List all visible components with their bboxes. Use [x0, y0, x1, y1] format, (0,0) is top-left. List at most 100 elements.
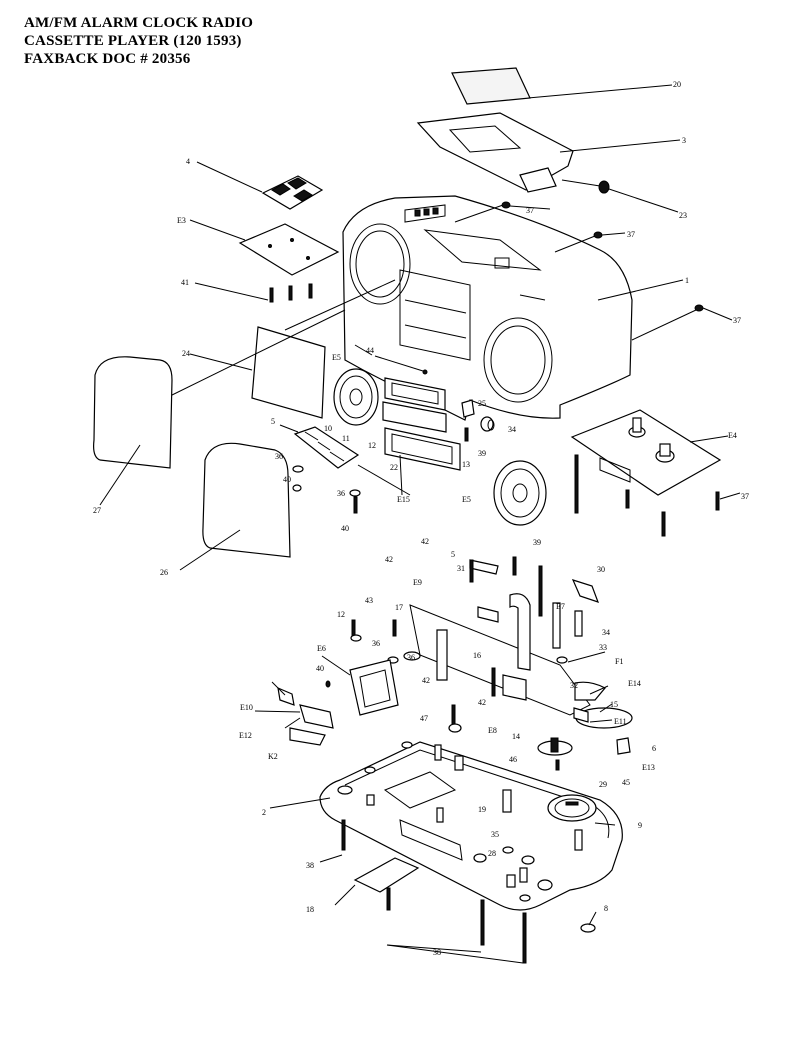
callout-19: 19: [478, 805, 486, 814]
part-mechanism-assembly: [277, 556, 633, 771]
callout-18: 18: [306, 905, 314, 914]
callout-k2: K2: [268, 752, 278, 761]
part-knob: [561, 179, 679, 213]
part-speaker-left: [333, 368, 379, 426]
callout-6: 6: [652, 744, 656, 753]
part-speaker-right: [493, 460, 547, 526]
callout-31: 31: [457, 564, 465, 573]
part-button-group: [196, 161, 324, 210]
callout-12-b: 12: [337, 610, 345, 619]
callout-28: 28: [488, 849, 496, 858]
part-cassette-door: [416, 112, 681, 193]
callout-12: 12: [368, 441, 376, 450]
callout-9: 9: [638, 821, 642, 830]
document-title-block: AM/FM ALARM CLOCK RADIO CASSETTE PLAYER …: [24, 14, 253, 68]
callout-36-c: 36: [372, 639, 380, 648]
callout-e15: E15: [397, 495, 410, 504]
part-18-board: [334, 857, 420, 906]
callout-40-b: 40: [341, 524, 349, 533]
title-product: AM/FM ALARM CLOCK RADIO: [24, 15, 254, 31]
callout-36-a: 36: [275, 452, 283, 461]
callout-e8: E8: [488, 726, 497, 735]
part-main-cabinet: [342, 195, 684, 421]
callout-22: 22: [390, 463, 398, 472]
part-e3-board: [189, 219, 340, 276]
leader-lines: [254, 651, 616, 964]
callout-e3: E3: [177, 216, 186, 225]
callout-23: 23: [679, 211, 687, 220]
callout-37-d: 37: [741, 492, 749, 501]
callout-14: 14: [512, 732, 520, 741]
callout-15: 15: [610, 700, 618, 709]
callout-33: 33: [599, 643, 607, 652]
callout-35: 35: [491, 830, 499, 839]
callout-38-b: 38: [433, 948, 441, 957]
callout-42-d: 42: [478, 698, 486, 707]
callout-13: 13: [462, 460, 470, 469]
callout-e4: E4: [728, 431, 737, 440]
title-model: CASSETTE PLAYER (120 1593): [24, 33, 242, 49]
callout-40-c: 40: [316, 664, 324, 673]
callout-36-b: 36: [337, 489, 345, 498]
callout-4: 4: [186, 157, 190, 166]
callout-10: 10: [324, 424, 332, 433]
callout-17: 17: [395, 603, 403, 612]
callout-34-b: 34: [602, 628, 610, 637]
callout-5-a: 5: [271, 417, 275, 426]
callout-e5-b: E5: [462, 495, 471, 504]
part-screws-41: [194, 282, 313, 303]
callout-11: 11: [342, 434, 350, 443]
callout-36-d: 36: [407, 653, 415, 662]
part-button-bar: [279, 424, 411, 514]
callout-37-a: 37: [526, 206, 534, 215]
part-knobs-25-34: [461, 399, 495, 442]
callout-e11: E11: [614, 717, 627, 726]
callout-2: 2: [262, 808, 266, 817]
callout-39-b: 39: [533, 538, 541, 547]
callout-43: 43: [365, 596, 373, 605]
callout-26: 26: [160, 568, 168, 577]
part-display-frames: [382, 377, 461, 496]
part-screws-37: [454, 201, 733, 341]
callout-47: 47: [420, 714, 428, 723]
callout-16: 16: [473, 651, 481, 660]
callout-27: 27: [93, 506, 101, 515]
callout-42-c: 42: [422, 676, 430, 685]
part-cassette-window: [451, 67, 673, 105]
callout-46: 46: [509, 755, 517, 764]
part-44-connector: [354, 344, 428, 375]
callout-20: 20: [673, 80, 681, 89]
callout-42-b: 42: [385, 555, 393, 564]
callout-37-c: 37: [733, 316, 741, 325]
title-doc-number: FAXBACK DOC # 20356: [24, 51, 191, 67]
callout-e9: E9: [413, 578, 422, 587]
callout-5-b: 5: [451, 550, 455, 559]
callout-8: 8: [604, 904, 608, 913]
callout-labels: 20 3 23 4 37 37 E3 1 41 37 24 44 E5 25 E…: [93, 80, 749, 957]
callout-e10: E10: [240, 703, 253, 712]
callout-e7: E7: [556, 602, 565, 611]
callout-3: 3: [682, 136, 686, 145]
callout-45: 45: [622, 778, 630, 787]
callout-1: 1: [685, 276, 689, 285]
callout-44: 44: [366, 346, 374, 355]
part-lcd-panel: [169, 279, 396, 419]
callout-40-a: 40: [283, 475, 291, 484]
callout-30: 30: [597, 565, 605, 574]
callout-25: 25: [478, 399, 486, 408]
callout-29: 29: [599, 780, 607, 789]
callout-f1: F1: [615, 657, 623, 666]
callout-38-a: 38: [306, 861, 314, 870]
callout-37-b: 37: [627, 230, 635, 239]
callout-e14: E14: [628, 679, 641, 688]
part-main-chassis: [319, 741, 623, 964]
callout-32: 32: [570, 681, 578, 690]
part-side-panel-26: [179, 442, 291, 571]
callout-41: 41: [181, 278, 189, 287]
part-e4-board: [570, 409, 741, 537]
callout-e13: E13: [642, 763, 655, 772]
callout-e6: E6: [317, 644, 326, 653]
callout-42-a: 42: [421, 537, 429, 546]
callout-e5-a: E5: [332, 353, 341, 362]
